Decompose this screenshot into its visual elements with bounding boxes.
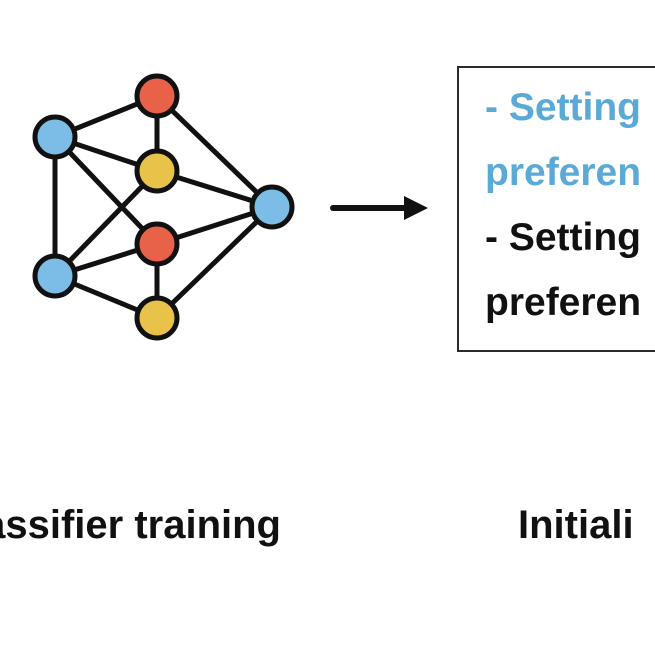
- network-node-yellow-upper: [134, 148, 180, 194]
- initialization-caption: Initiali: [518, 503, 634, 547]
- network-node-yellow-bottom: [134, 295, 180, 341]
- classifier-training-caption: lassifier training: [0, 503, 281, 547]
- settings-line-2: preferen: [485, 151, 642, 194]
- network-node-orange-middle: [134, 221, 180, 267]
- settings-line-1: - Setting: [485, 86, 641, 129]
- network-edge: [52, 168, 160, 279]
- settings-line-3: - Setting: [485, 216, 641, 259]
- network-node-blue-right: [249, 184, 295, 230]
- settings-line-4: preferen: [485, 281, 642, 324]
- network-node-orange-top: [134, 73, 180, 119]
- network-edge: [154, 93, 275, 210]
- network-edge: [52, 134, 160, 247]
- network-node-blue-bottom-left: [32, 253, 78, 299]
- settings-box: - Setting preferen - Setting preferen: [457, 66, 655, 352]
- network-edge: [154, 204, 275, 321]
- network-node-blue-top-left: [32, 114, 78, 160]
- arrow-icon: [330, 196, 428, 220]
- network-edges: [52, 93, 275, 321]
- network-nodes: [32, 73, 295, 341]
